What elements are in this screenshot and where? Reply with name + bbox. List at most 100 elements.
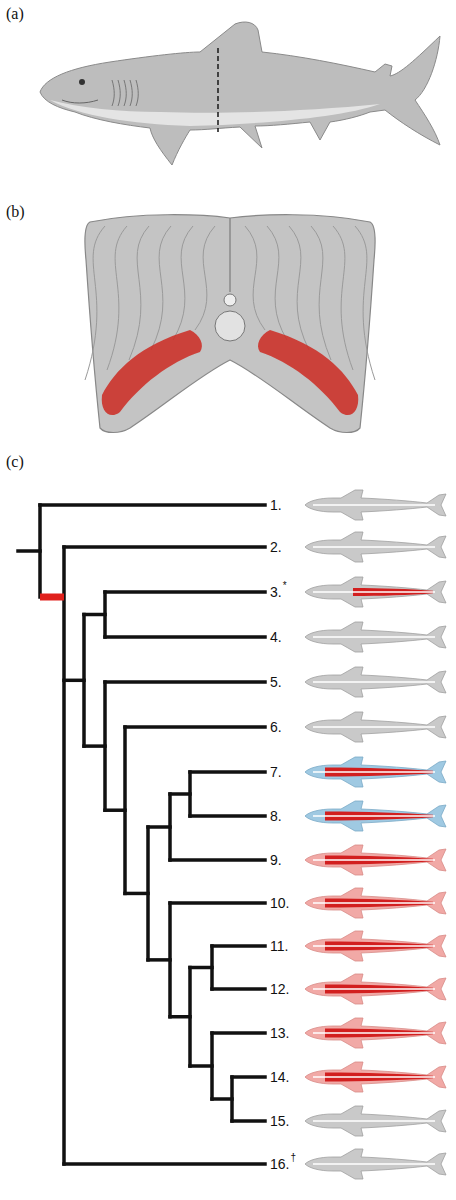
icon-body (305, 1149, 446, 1179)
icon-body (305, 888, 446, 918)
red-muscle (258, 330, 358, 415)
taxon-number: 8. (270, 809, 282, 823)
shark-body (40, 22, 440, 165)
red-muscle (102, 330, 202, 415)
shark-icon (305, 490, 446, 520)
tree-branch (190, 966, 212, 970)
icon-midline (313, 988, 435, 989)
tree-branch (62, 547, 66, 1164)
icon-midline (313, 636, 435, 637)
icon-body (305, 845, 446, 875)
icon-midline (313, 815, 435, 816)
tree-branch (105, 808, 125, 812)
tree-branch (146, 827, 150, 960)
icon-midline (313, 726, 435, 727)
tree-branch (170, 792, 190, 796)
myomere-line (333, 226, 353, 370)
gill-slit (130, 80, 132, 106)
shark-eye (79, 79, 85, 85)
taxon-icons (305, 490, 446, 1179)
taxon-number: 5. (270, 675, 282, 689)
tree-branch (212, 987, 265, 991)
icon-midline (313, 1032, 435, 1033)
panel-label: (c) (6, 454, 24, 470)
tree-branch (105, 680, 265, 684)
gill-slit (124, 80, 126, 106)
icon-midline (313, 681, 435, 682)
tree-branch (168, 903, 172, 1017)
septum (229, 218, 231, 292)
neural-canal (224, 294, 236, 306)
taxon-number: 2. (270, 540, 282, 554)
tree-branch (64, 679, 84, 683)
tree-branch (188, 968, 192, 1067)
taxon-number: 3. (270, 585, 282, 599)
myomere-line (355, 226, 375, 380)
myomere-line (85, 226, 105, 380)
panel-label: (a) (6, 6, 24, 22)
myomere-line (107, 226, 127, 370)
shark-icon (305, 577, 446, 607)
tree-branch (170, 1015, 190, 1019)
shark-icon (305, 532, 446, 562)
icon-body (305, 931, 446, 961)
tree-branch (170, 901, 265, 905)
shark-mouth (62, 100, 98, 103)
tree-branch (212, 1031, 265, 1035)
shark-icon (305, 1106, 446, 1136)
icon-body (305, 974, 446, 1004)
taxon-number: 4. (270, 630, 282, 644)
taxon-number: 6. (270, 720, 282, 734)
taxon-number: 16. (270, 1157, 289, 1171)
tree-branch (230, 1077, 234, 1121)
cross-section (85, 215, 375, 433)
taxon-number: 11. (270, 939, 288, 953)
tree-branch (84, 613, 105, 617)
shark-icon (305, 845, 446, 875)
origin-marker (40, 594, 64, 601)
icon-midline (313, 859, 435, 860)
taxon-number: 13. (270, 1026, 289, 1040)
tree-branch (82, 615, 86, 747)
taxon-number: 1. (270, 498, 282, 512)
myomere-line (311, 226, 331, 360)
tree-branch (190, 1064, 212, 1068)
icon-midline (313, 771, 435, 772)
tree-branch (168, 794, 172, 860)
tree-branch (40, 503, 265, 507)
tree-branch (38, 505, 42, 597)
tree-branch (190, 770, 265, 774)
myomere-line (195, 226, 215, 330)
taxon-number: 14. (270, 1070, 289, 1084)
tree-branch (190, 814, 265, 818)
icon-midline (313, 1076, 435, 1077)
shark-icon (305, 1018, 446, 1048)
tree-branch (64, 1162, 265, 1166)
myomere-line (267, 226, 287, 340)
icon-body (305, 1062, 446, 1092)
myomere-line (289, 226, 309, 350)
tree-branch (148, 825, 170, 829)
myomere-line (173, 226, 193, 340)
tree-branch (212, 1097, 232, 1101)
icon-body (305, 757, 446, 787)
footnote-mark: † (290, 1153, 296, 1163)
tree-branch (170, 858, 265, 862)
icon-midline (313, 591, 435, 592)
icon-midline (313, 945, 435, 946)
myomere-line (151, 226, 171, 350)
icon-body (305, 622, 446, 652)
shark-icon (305, 974, 446, 1004)
gill-slit (136, 80, 138, 106)
tree-branch (232, 1075, 265, 1079)
tree-branch (232, 1119, 265, 1123)
icon-midline (313, 1120, 435, 1121)
taxon-number: 7. (270, 765, 282, 779)
tree-branch (105, 590, 265, 594)
shark-belly (50, 100, 380, 126)
vertebra (215, 311, 245, 341)
tree-branch (84, 744, 105, 748)
